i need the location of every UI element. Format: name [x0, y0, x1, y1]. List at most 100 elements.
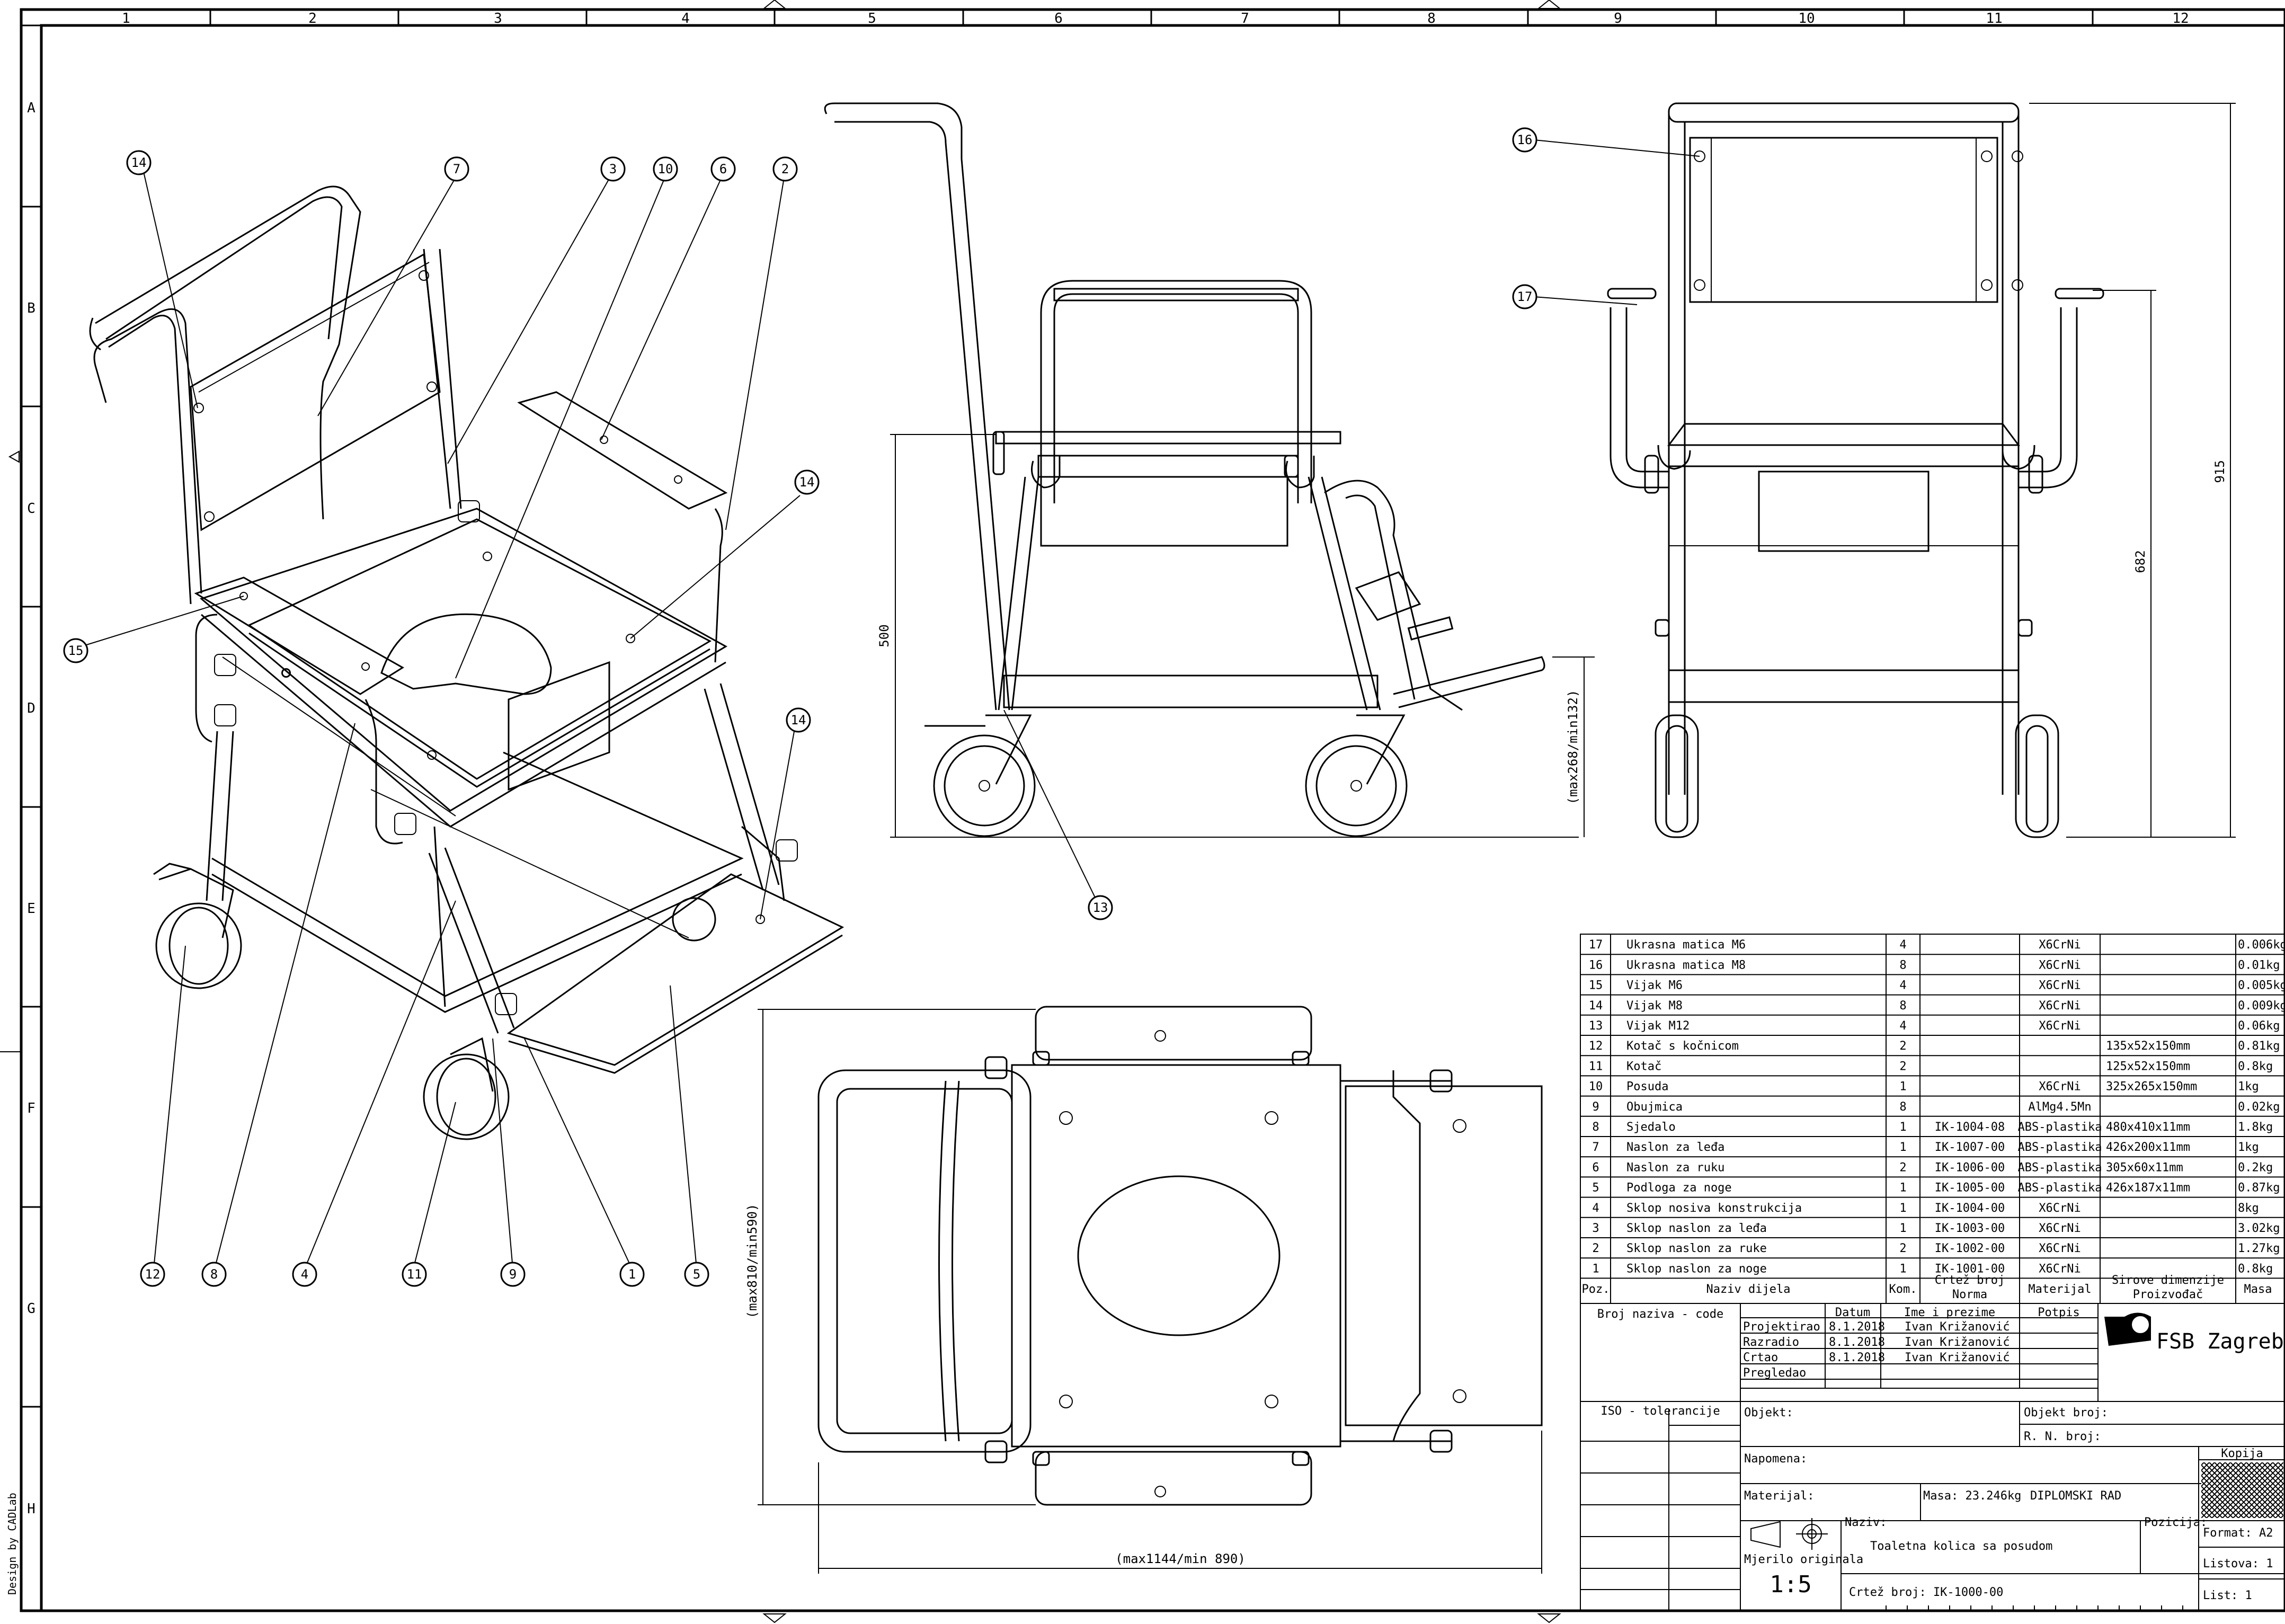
row-label: B: [27, 300, 35, 316]
balloon-label: 9: [509, 1267, 517, 1282]
part-name: Sklop naslon za ruke: [1626, 1242, 1767, 1255]
balloon-label: 17: [1517, 289, 1533, 304]
part-drawing-number: IK-1006-00: [1935, 1161, 2005, 1174]
design-credit: Design by CADLab: [6, 1493, 19, 1595]
role-name: Ivan Križanović: [1905, 1336, 2010, 1349]
balloon-label: 14: [791, 713, 806, 727]
part-position: 8: [1592, 1121, 1599, 1134]
part-name: Kotač: [1626, 1060, 1661, 1073]
balloon-label: 10: [658, 162, 673, 176]
part-dimensions: 480x410x11mm: [2106, 1121, 2190, 1134]
dimension-width: (max810/min590): [745, 1204, 760, 1319]
col-label: 9: [1614, 11, 1622, 26]
part-position: 1: [1592, 1262, 1599, 1275]
part-material: X6CrNi: [2039, 1080, 2080, 1094]
balloon-label: 14: [799, 475, 815, 490]
part-material: X6CrNi: [2039, 1019, 2080, 1033]
part-mass: 0.02kg: [2238, 1101, 2280, 1114]
part-mass: 0.8kg: [2238, 1060, 2273, 1073]
part-dimensions: 426x187x11mm: [2106, 1182, 2190, 1195]
part-quantity: 4: [1899, 1019, 1906, 1033]
part-name: Sklop naslon za leđa: [1626, 1222, 1767, 1235]
isometric-balloons: 14 7 3 10 6 2 14 15 14 12 8 4 11 9 1 5: [63, 150, 820, 1287]
part-quantity: 2: [1899, 1161, 1906, 1174]
rn-number-label: R. N. broj:: [2024, 1430, 2101, 1443]
col-label: 10: [1798, 11, 1815, 26]
part-dimensions: 325x265x150mm: [2106, 1080, 2197, 1094]
title-block: FSB Zagreb Broj naziva - code Datum Ime …: [1580, 1303, 2285, 1611]
part-name: Vijak M12: [1626, 1019, 1690, 1033]
part-name: Ukrasna matica M6: [1626, 938, 1746, 952]
balloon-label: 16: [1517, 132, 1533, 147]
part-mass: 0.81kg: [2238, 1040, 2280, 1053]
part-mass: 0.01kg: [2238, 959, 2280, 972]
iso-label: ISO - tolerancije: [1601, 1405, 1720, 1418]
thesis-label: DIPLOMSKI RAD: [2030, 1489, 2121, 1503]
role-label: Projektirao: [1743, 1320, 1820, 1334]
part-name: Naslon za leđa: [1626, 1141, 1724, 1154]
part-position: 15: [1589, 979, 1603, 992]
part-material: X6CrNi: [2039, 1242, 2080, 1255]
date-header: Datum: [1835, 1306, 1870, 1319]
row-label: A: [27, 100, 35, 116]
part-name: Ukrasna matica M8: [1626, 959, 1746, 972]
part-name: Posuda: [1626, 1080, 1668, 1094]
part-quantity: 8: [1899, 959, 1906, 972]
header-sirove: Sirove dimenzije: [2112, 1274, 2224, 1287]
part-mass: 0.87kg: [2238, 1182, 2280, 1195]
part-drawing-number: IK-1004-00: [1935, 1202, 2005, 1215]
part-drawing-number: IK-1002-00: [1935, 1242, 2005, 1255]
part-mass: 0.006kg: [2238, 938, 2285, 952]
dimension-height: 500: [877, 624, 892, 647]
part-position: 9: [1592, 1101, 1599, 1114]
top-view: (max810/min590) (max1144/min 890): [745, 1006, 1543, 1574]
part-mass: 1.27kg: [2238, 1242, 2280, 1255]
part-name: Sklop nosiva konstrukcija: [1626, 1202, 1802, 1215]
part-drawing-number: IK-1005-00: [1935, 1182, 2005, 1195]
part-name: Sklop naslon za noge: [1626, 1262, 1767, 1275]
part-mass: 0.005kg: [2238, 979, 2285, 992]
part-drawing-number: IK-1003-00: [1935, 1222, 2005, 1235]
part-position: 7: [1592, 1141, 1599, 1154]
part-position: 6: [1592, 1161, 1599, 1174]
part-position: 10: [1589, 1080, 1603, 1094]
col-label: 11: [1986, 11, 2002, 26]
balloon-label: 7: [453, 162, 460, 176]
col-label: 8: [1427, 11, 1436, 26]
name-label: Naziv:: [1845, 1516, 1887, 1529]
parts-list-header: Poz. Naziv dijela Kom. Crtež broj Norma …: [1582, 1274, 2272, 1301]
part-quantity: 1: [1899, 1080, 1906, 1094]
balloon-label: 5: [693, 1267, 700, 1282]
sheets-count: Listova: 1: [2203, 1557, 2273, 1570]
part-position: 4: [1592, 1202, 1599, 1215]
dimension-682: 682: [2133, 550, 2148, 573]
header-norma: Norma: [1952, 1288, 1987, 1301]
part-quantity: 2: [1899, 1040, 1906, 1053]
role-label: Pregledao: [1743, 1366, 1806, 1380]
grid-labels: 1 2 3 4 5 6 7 8 9 10 11 12 A B C D E F G…: [6, 11, 2189, 1595]
copy-label: Kopija: [2221, 1447, 2263, 1460]
part-mass: 0.009kg: [2238, 999, 2285, 1013]
part-name: Naslon za ruku: [1626, 1161, 1724, 1174]
dimension-915: 915: [2212, 460, 2227, 483]
drawing-title: Toaletna kolica sa posudom: [1870, 1540, 2052, 1553]
copy-stamp-hatch: [2201, 1462, 2283, 1518]
part-quantity: 8: [1899, 1101, 1906, 1114]
part-material: AlMg4.5Mn: [2028, 1101, 2091, 1114]
part-quantity: 8: [1899, 999, 1906, 1013]
part-material: X6CrNi: [2039, 1202, 2080, 1215]
part-material: X6CrNi: [2039, 1222, 2080, 1235]
projection-symbol: [1750, 1518, 1828, 1550]
balloon-label: 12: [145, 1267, 161, 1282]
side-view: 500 (max268/min132) 13: [824, 102, 1595, 920]
part-quantity: 1: [1899, 1222, 1906, 1235]
logo-text: FSB Zagreb: [2156, 1329, 2284, 1354]
part-mass: 0.8kg: [2238, 1262, 2273, 1275]
signature-header: Potpis: [2038, 1306, 2079, 1319]
part-material: X6CrNi: [2039, 999, 2080, 1013]
part-dimensions: 305x60x11mm: [2106, 1161, 2183, 1174]
part-name: Podloga za noge: [1626, 1182, 1732, 1195]
role-label: Razradio: [1743, 1336, 1799, 1349]
part-quantity: 1: [1899, 1121, 1906, 1134]
